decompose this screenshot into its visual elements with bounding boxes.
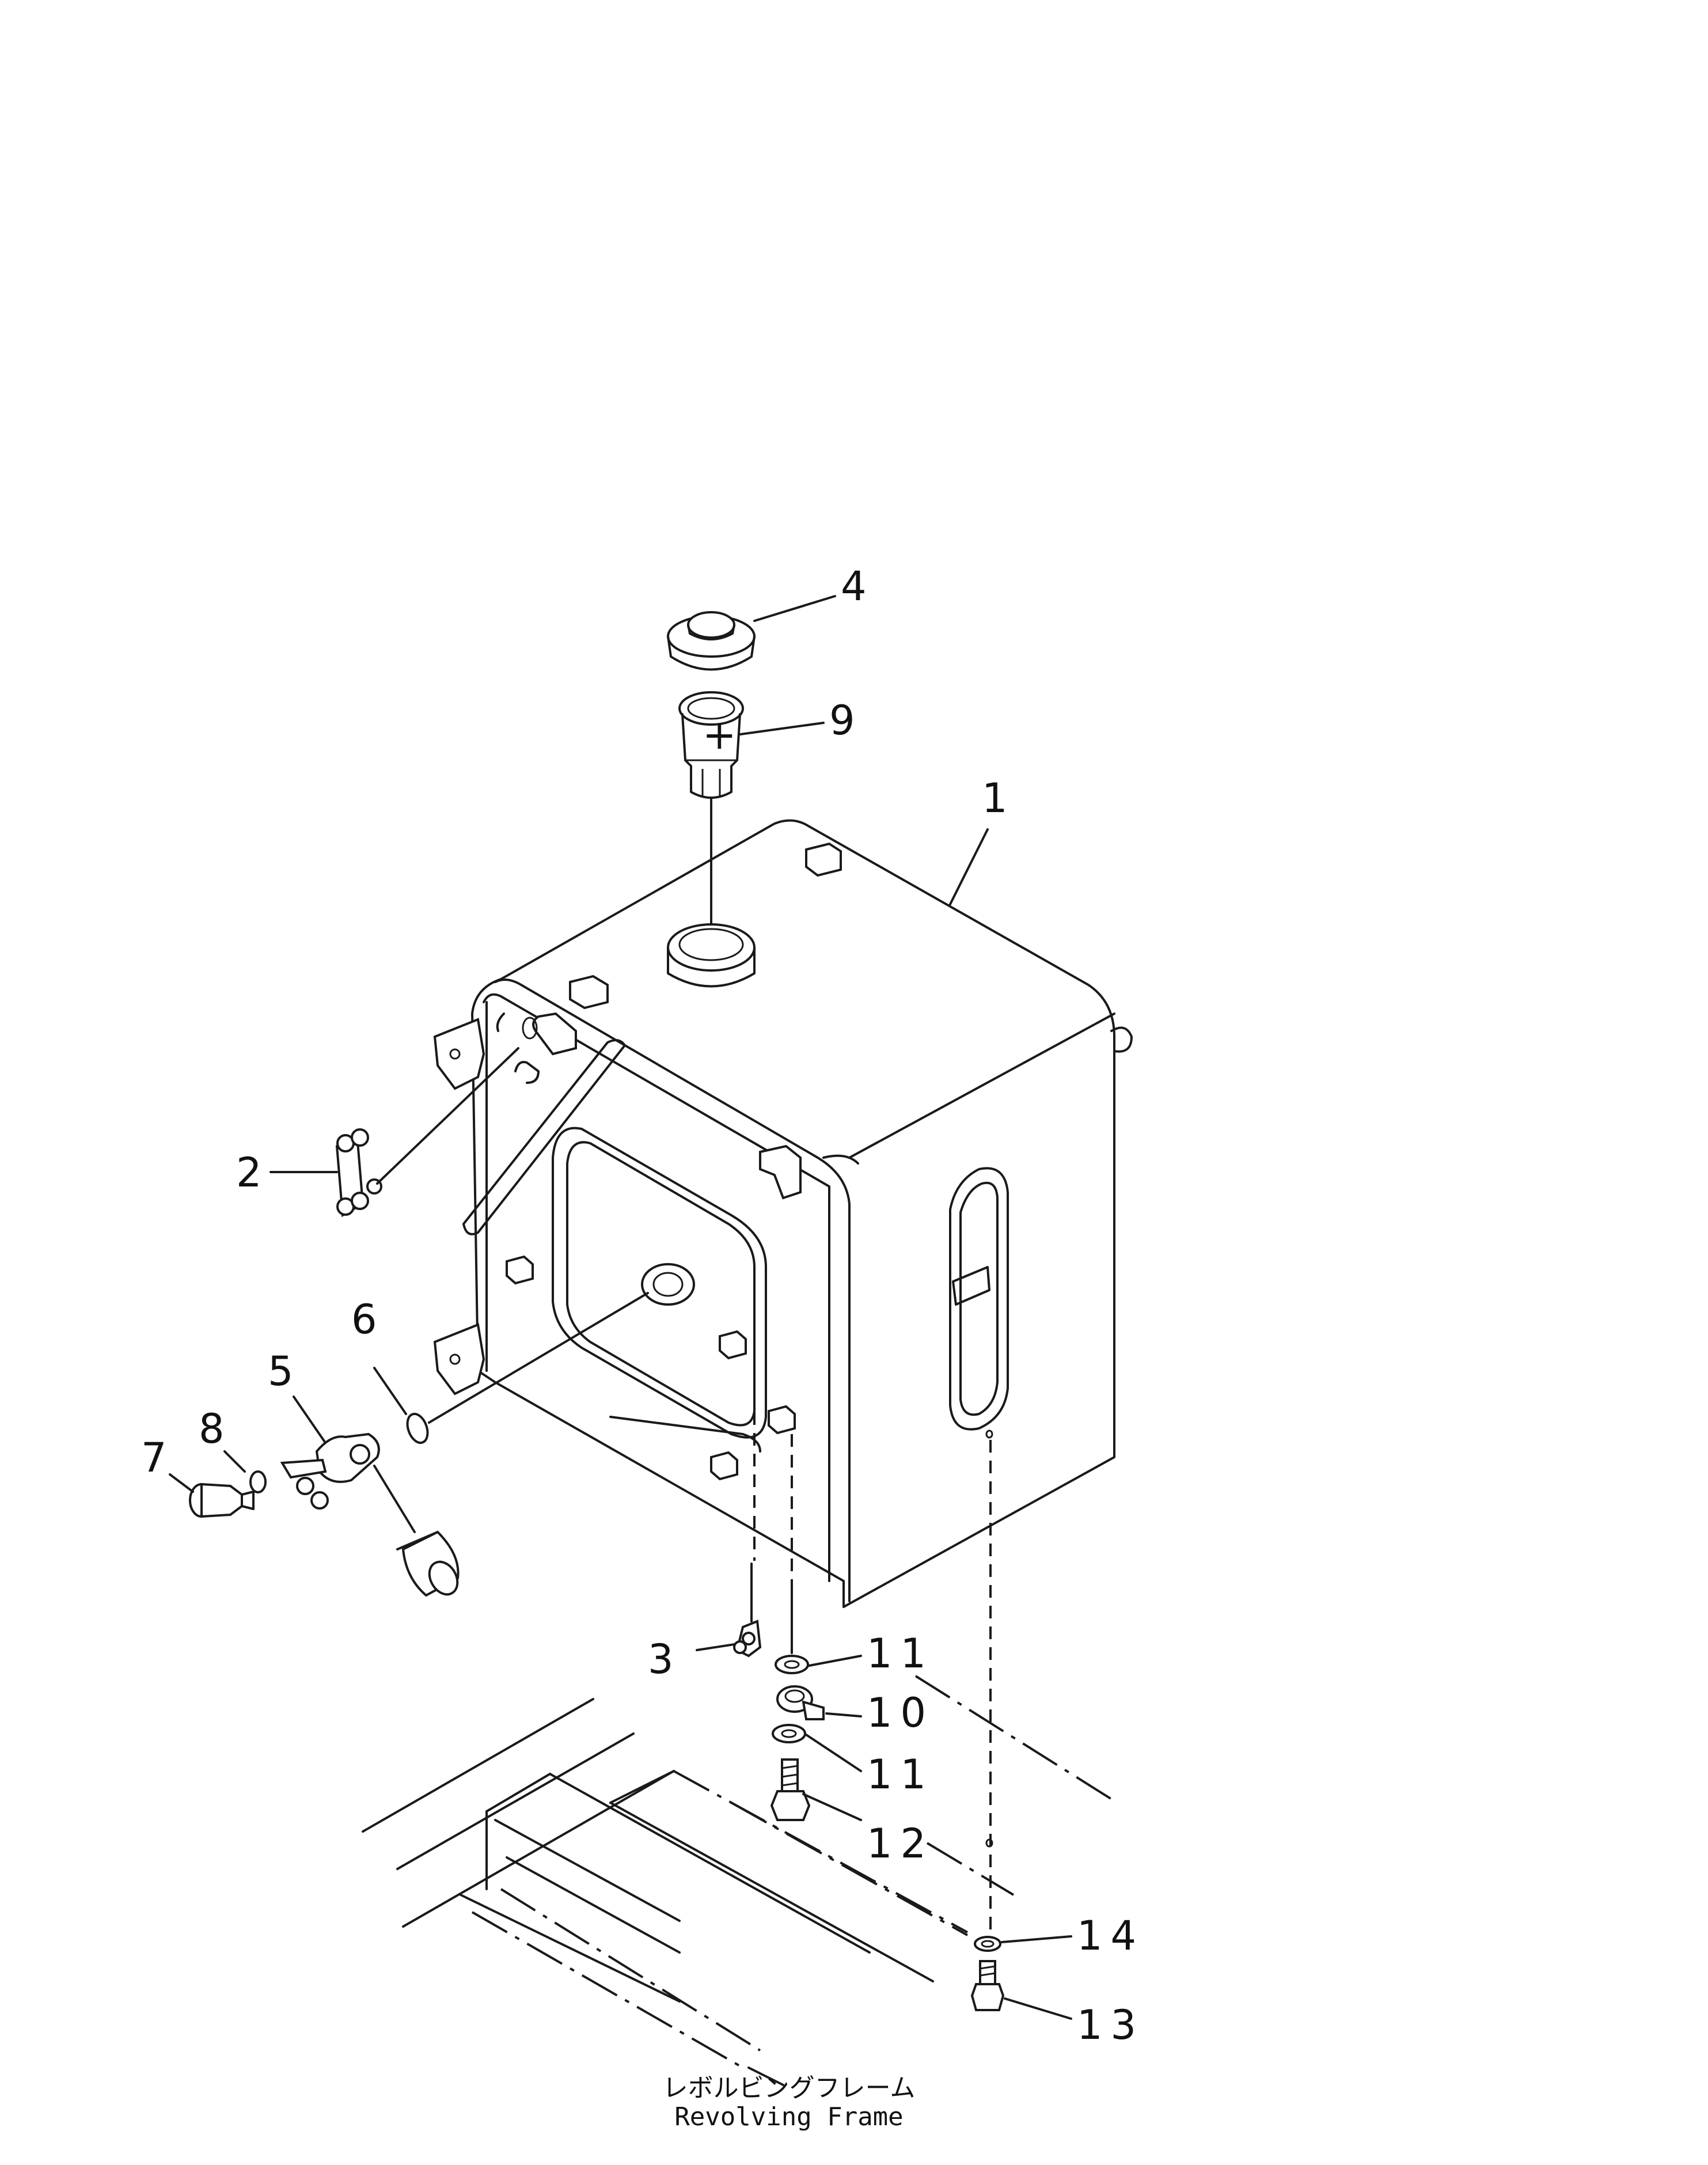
- callout-5: 5: [268, 1348, 294, 1395]
- callout-11a: 11: [867, 1630, 934, 1677]
- cock-bracket: [733, 1371, 793, 1658]
- callout-1: 1: [982, 775, 1008, 822]
- callout-12: 12: [867, 1820, 934, 1867]
- callout-4: 4: [841, 563, 867, 610]
- svg-text:+: +: [703, 711, 737, 759]
- frame-caption: レボルビングフレーム Revolving Frame: [663, 2073, 916, 2132]
- fuel-tank: [433, 819, 1133, 1608]
- callout-3: 3: [648, 1636, 674, 1683]
- callout-labels: 4 9 1 2 6 5 8 7 3 11 10 11 12 14 13: [141, 563, 1144, 2049]
- tank-strainer: +: [678, 691, 744, 926]
- clamp: [335, 1047, 519, 1218]
- callout-11b: 11: [867, 1751, 934, 1798]
- mount-bolt-stack: [970, 1430, 1005, 2011]
- callout-2: 2: [236, 1149, 262, 1196]
- callout-6: 6: [351, 1296, 377, 1343]
- callout-8: 8: [199, 1405, 225, 1453]
- caption-japanese: レボルビングフレーム: [663, 2073, 916, 2103]
- callout-14: 14: [1077, 1912, 1144, 1959]
- caption-english: Revolving Frame: [674, 2102, 903, 2132]
- callout-7: 7: [141, 1434, 167, 1481]
- callout-13: 13: [1077, 2001, 1144, 2049]
- callout-10: 10: [867, 1689, 934, 1736]
- tank-cap: [667, 611, 756, 671]
- revolving-frame: [362, 1675, 1118, 2086]
- joint-bolt-stack: [770, 1655, 825, 1821]
- leader-lines: [169, 595, 1072, 2020]
- drain-valve-group: [189, 1292, 649, 1597]
- callout-9: 9: [829, 697, 855, 744]
